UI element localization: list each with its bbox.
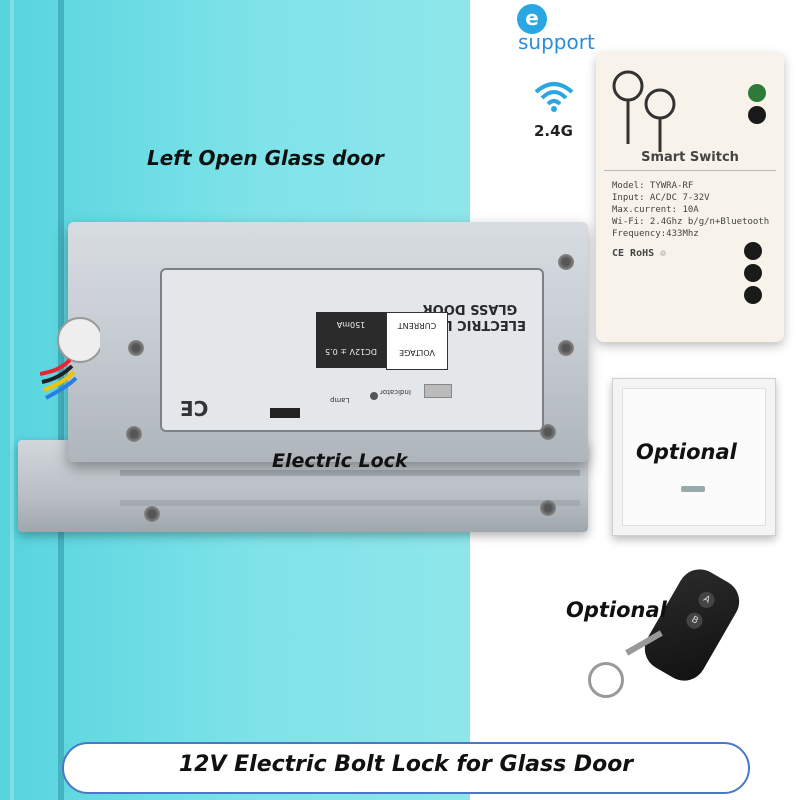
current-label: CURRENT: [397, 321, 437, 330]
switch-spec-text: Model: TYWRA-RF Input: AC/DC 7-32V Max.c…: [612, 180, 769, 260]
wire-blue: [44, 376, 78, 400]
spec-box-light: CURRENT VOLTAGE: [386, 312, 448, 370]
indicator-label: Indicator: [380, 388, 411, 396]
banner-title: 12V Electric Bolt Lock for Glass Door: [178, 752, 634, 777]
spec-box-dark: 150mA DC12V ± 0.5: [316, 312, 386, 368]
lamp-dot: [370, 392, 378, 400]
wire-black: [41, 364, 74, 384]
status-led-icon: [748, 84, 766, 102]
caption-electric-lock: Electric Lock: [272, 450, 408, 472]
exit-button-face: [622, 388, 766, 526]
smart-switch-title: Smart Switch: [641, 150, 739, 165]
glass-edge: [58, 0, 64, 800]
antenna-icon: [612, 70, 676, 152]
lamp-label: Lamp: [330, 396, 350, 404]
terminal-icon: [744, 264, 762, 282]
switch-spec-panel: [604, 170, 776, 263]
screw-icon: [128, 340, 144, 356]
remote-button-b: B: [683, 609, 706, 632]
spec-wifi: Wi-Fi: 2.4Ghz b/g/n+Bluetooth: [612, 217, 770, 227]
switch-button-icon: [748, 106, 766, 124]
screw-icon: [144, 506, 160, 522]
current-value: 150mA: [336, 320, 366, 329]
spec-frequency: Frequency:433Mhz: [612, 229, 699, 239]
ewelink-logo-icon: e: [517, 4, 547, 34]
caption-optional-remote: Optional: [566, 598, 667, 622]
wifi-icon: [534, 82, 574, 112]
caption-glass-door: Left Open Glass door: [147, 146, 384, 170]
logo-support-text: support: [518, 30, 595, 54]
wire-red: [40, 358, 72, 376]
bracket-groove: [120, 500, 580, 506]
voltage-label: VOLTAGE: [399, 348, 435, 357]
spec-max-current: Max.current: 10A: [612, 205, 699, 215]
screw-icon: [126, 426, 142, 442]
wire-bundle: [40, 317, 100, 400]
terminal-icon: [744, 242, 762, 260]
wire-yellow: [43, 370, 76, 392]
terminal-icon: [744, 286, 762, 304]
title-banner: [62, 742, 750, 794]
screw-icon: [558, 340, 574, 356]
voltage-value: DC12V ± 0.5: [325, 347, 377, 356]
screw-icon: [558, 254, 574, 270]
exit-button-led: [681, 486, 705, 492]
caption-optional-button: Optional: [636, 440, 737, 464]
remote-control: A B: [636, 561, 748, 689]
indicator-light: [424, 384, 452, 398]
screw-icon: [540, 424, 556, 440]
wifi-label: 2.4G: [534, 122, 573, 140]
keyring-icon: [588, 662, 624, 698]
screw-icon: [540, 500, 556, 516]
remote-button-a: A: [695, 588, 718, 611]
spec-input: Input: AC/DC 7-32V: [612, 193, 710, 203]
dip-switch: [270, 408, 300, 418]
ce-mark: CE: [180, 396, 209, 420]
spec-model: Model: TYWRA-RF: [612, 181, 694, 191]
end-cap: [57, 317, 100, 363]
bracket-groove: [120, 470, 580, 476]
glass-highlight: [10, 0, 14, 800]
spec-certs: CE RoHS ♲: [612, 248, 667, 259]
